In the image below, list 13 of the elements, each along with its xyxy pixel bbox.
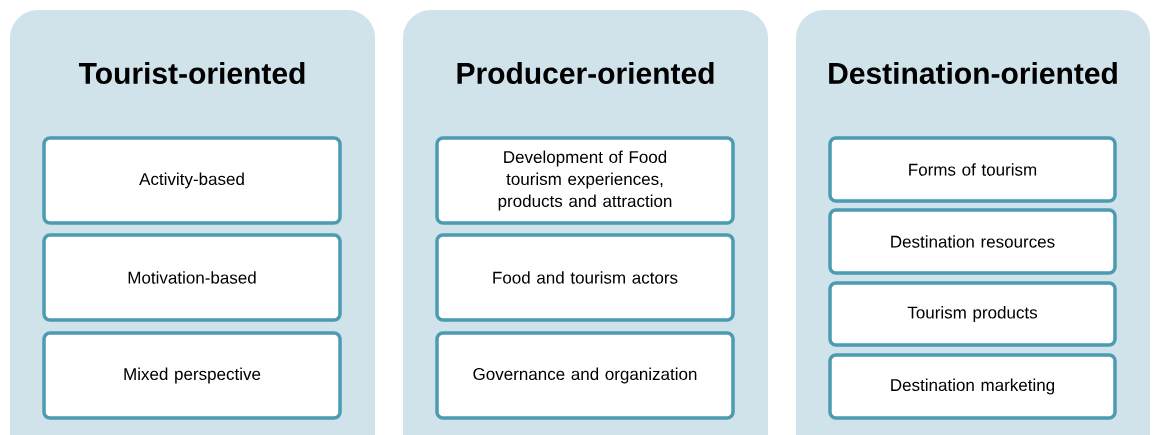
text-box: Food and tourism actors	[435, 233, 735, 322]
text-box: Destination resources	[828, 208, 1117, 275]
text-box: Development of Food tourism experiences, products and attraction	[435, 136, 735, 225]
text-box: Destination marketing	[828, 353, 1117, 420]
panel-title: Destination-oriented	[829, 61, 1117, 84]
panel-title: Producer-oriented	[457, 61, 714, 84]
text-box: Mixed perspective	[42, 331, 342, 420]
text-box: Activity-based	[42, 136, 342, 225]
text-box: Governance and organization	[435, 331, 735, 420]
text-box: Forms of tourism	[828, 136, 1117, 203]
text-box: Tourism products	[828, 281, 1117, 347]
text-box: Motivation-based	[42, 233, 342, 322]
panel-title: Tourist-oriented	[78, 61, 305, 84]
